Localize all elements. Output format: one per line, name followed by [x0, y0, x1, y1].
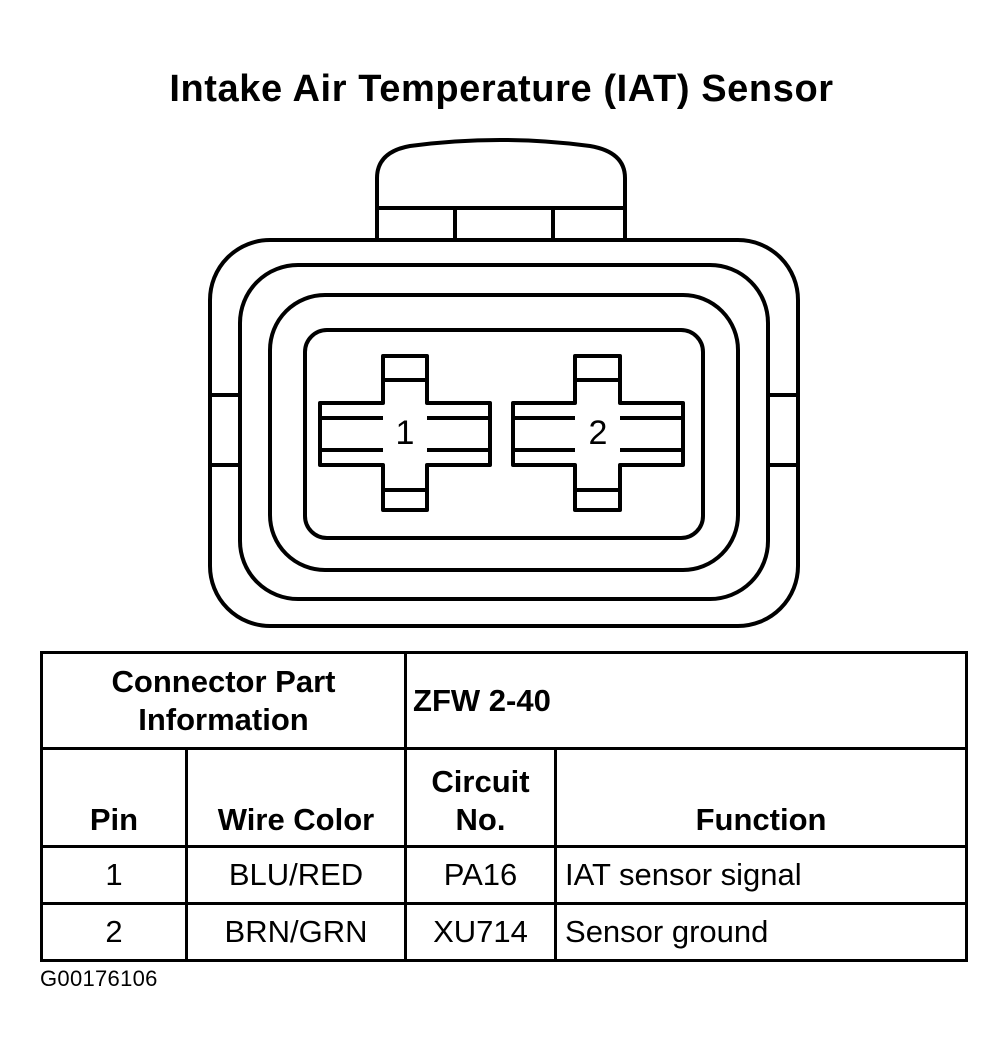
connector-pinout-table: Connector Part Information ZFW 2-40 Pin …	[39, 651, 969, 962]
table-row: 1 BLU/RED PA16 IAT sensor signal	[40, 845, 969, 905]
pin-1-label: 1	[396, 414, 415, 452]
connector-diagram: 1 2	[208, 138, 800, 628]
pin-2-label: 2	[589, 414, 608, 452]
table-row: 2 BRN/GRN XU714 Sensor ground	[40, 902, 969, 962]
latch-tab	[375, 138, 627, 240]
pin-cell: 2	[40, 902, 188, 962]
pin-cell: 1	[40, 845, 188, 905]
circuit-cell: XU714	[404, 902, 558, 962]
header-function: Function	[554, 747, 969, 848]
pin-1-terminal	[318, 354, 492, 512]
table-header-row: Pin Wire Color Circuit No. Function	[40, 747, 969, 848]
wire-color-cell: BLU/RED	[184, 845, 408, 905]
diagram-title: Intake Air Temperature (IAT) Sensor	[169, 68, 834, 110]
circuit-cell: PA16	[404, 845, 558, 905]
function-cell: IAT sensor signal	[554, 845, 969, 905]
figure-id: G00176106	[40, 966, 158, 991]
header-wire-color: Wire Color	[184, 747, 408, 848]
function-cell: Sensor ground	[554, 902, 969, 962]
header-pin: Pin	[40, 747, 188, 848]
part-info-label: Connector Part Information	[39, 651, 408, 750]
header-circuit-no: Circuit No.	[404, 747, 558, 848]
part-number: ZFW 2-40	[404, 651, 969, 750]
side-key-left	[208, 393, 242, 467]
table-row-part-info: Connector Part Information ZFW 2-40	[39, 651, 969, 750]
housing-wall-3	[303, 328, 705, 540]
side-key-right	[766, 393, 800, 467]
housing-wall-2	[268, 293, 740, 572]
pin-2-terminal	[511, 354, 685, 512]
wire-color-cell: BRN/GRN	[184, 902, 408, 962]
